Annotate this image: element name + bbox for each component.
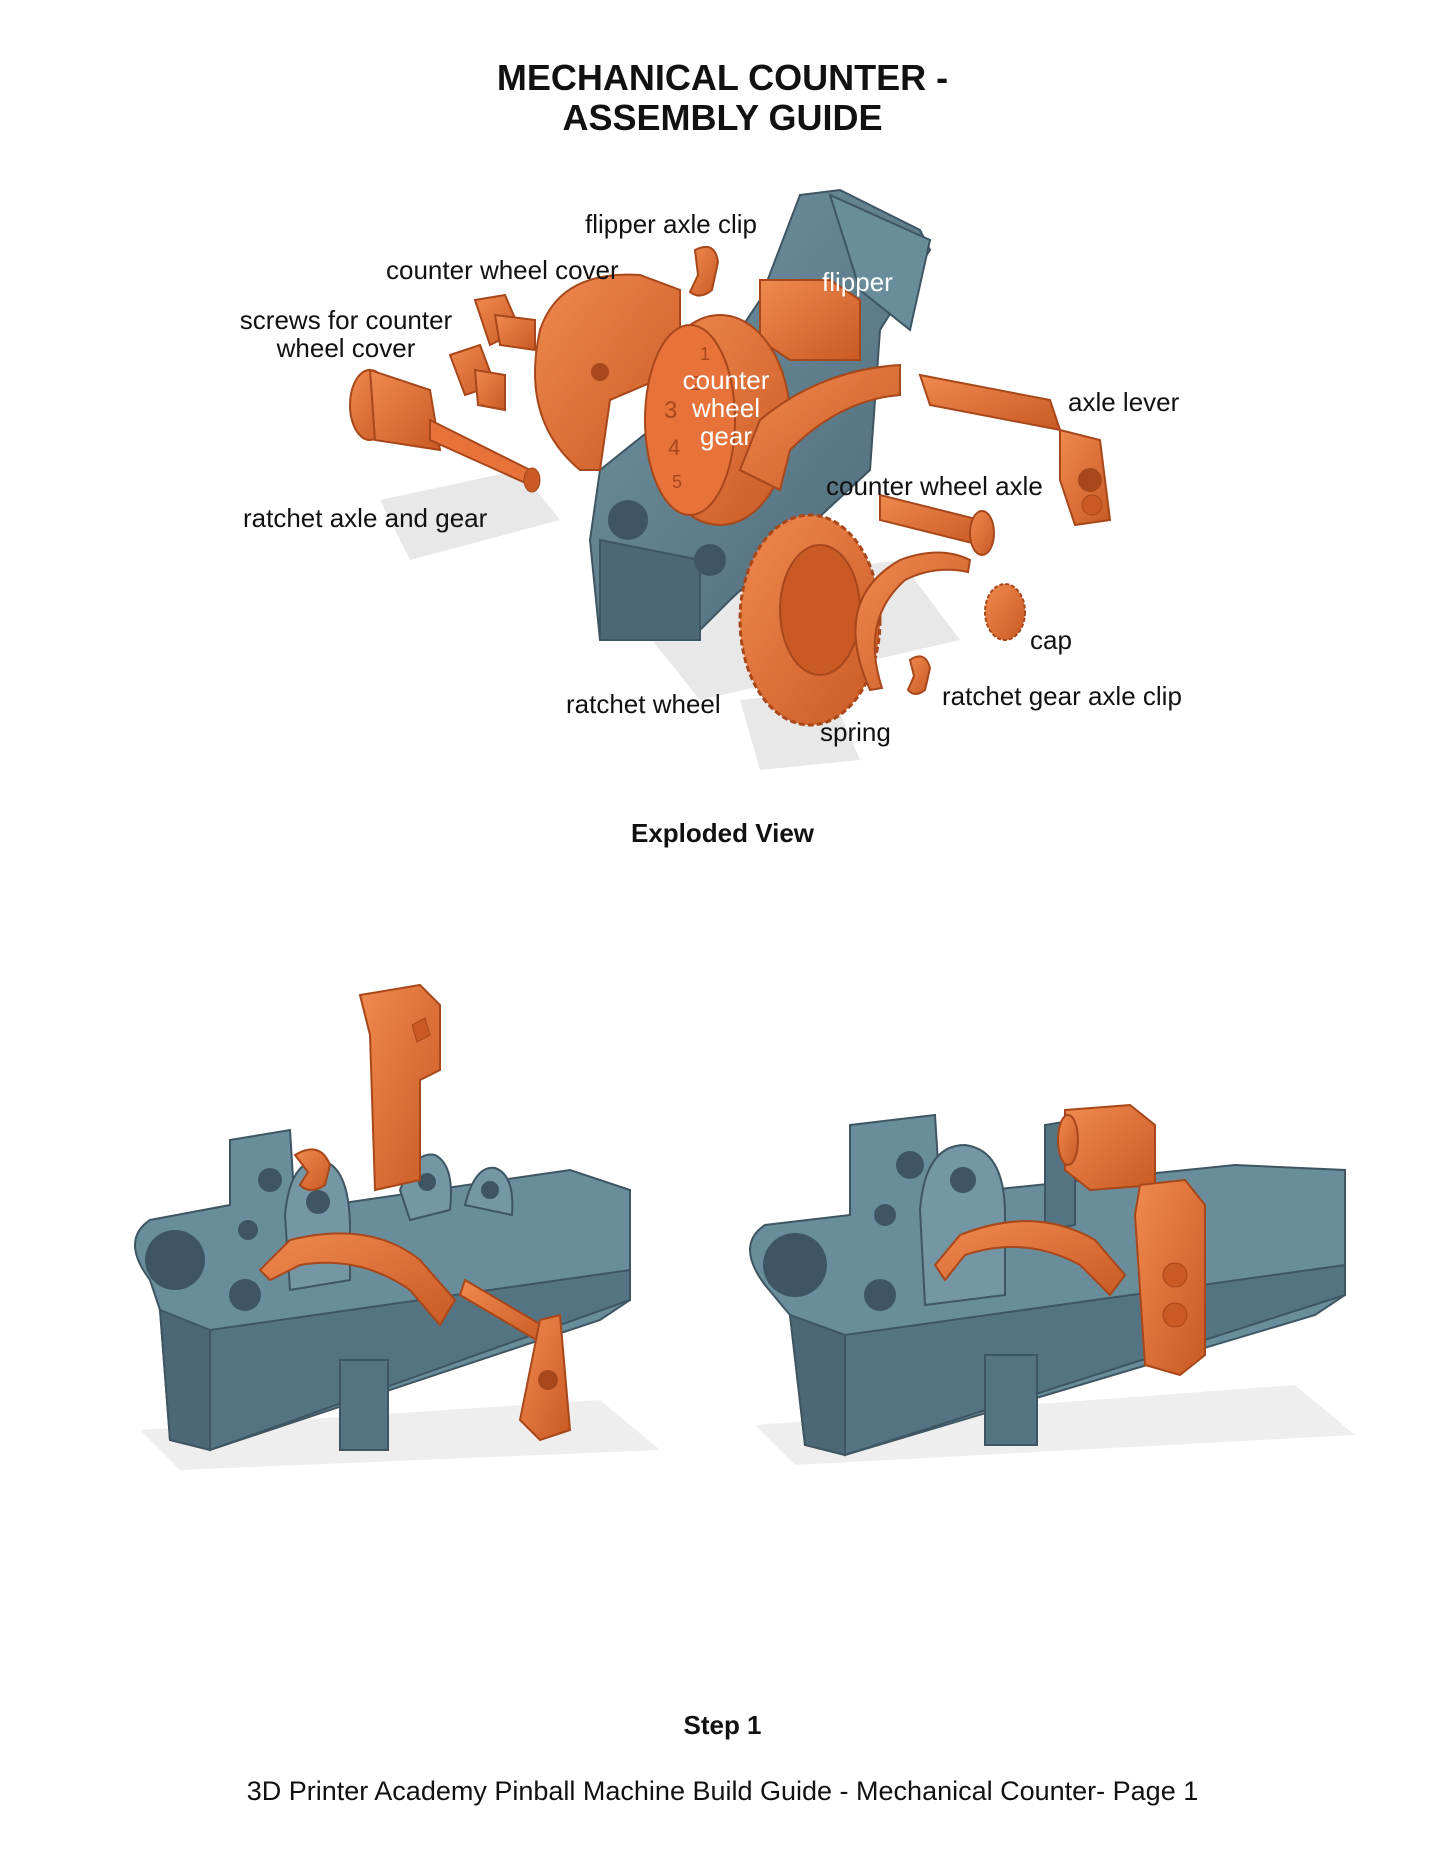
title-line-1: MECHANICAL COUNTER - [496, 57, 949, 98]
label-screws: screws for counter wheel cover [228, 306, 464, 362]
gear-digit-4: 4 [668, 435, 680, 460]
ratchet-wheel-part [738, 513, 882, 727]
label-spring: spring [820, 717, 891, 747]
step1-after-illustration [749, 1103, 1355, 1465]
gear-digit-5: 5 [672, 472, 682, 492]
axle-lever-part [918, 373, 1112, 527]
step1-caption: Step 1 [683, 1710, 762, 1740]
label-ratchet-gear-axle-clip: ratchet gear axle clip [942, 681, 1182, 711]
label-screws-line-2: wheel cover [276, 333, 416, 363]
ratchet-axle-part [349, 368, 541, 493]
title-line-2: ASSEMBLY GUIDE [562, 97, 883, 138]
page-footer: 3D Printer Academy Pinball Machine Build… [246, 1776, 1199, 1806]
page-title: MECHANICAL COUNTER - ASSEMBLY GUIDE [0, 58, 1445, 138]
label-flipper-axle-clip: flipper axle clip [585, 209, 757, 239]
label-counter-wheel-gear-line-2: wheel [692, 393, 760, 423]
screws-part [448, 293, 536, 412]
label-flipper: flipper [822, 267, 893, 297]
gear-digit-3: 3 [664, 397, 677, 424]
spring-part [854, 551, 972, 692]
label-counter-wheel-gear-line-3: gear [699, 421, 753, 451]
label-counter-wheel-gear: counter wheel gear [676, 366, 776, 450]
label-cap: cap [1030, 625, 1072, 655]
label-counter-wheel-cover: counter wheel cover [386, 255, 619, 285]
counter-wheel-axle-part [879, 493, 995, 556]
exploded-view-illustration: 1 2 3 4 5 [349, 188, 1112, 770]
label-ratchet-axle-and-gear: ratchet axle and gear [243, 503, 488, 533]
gear-digit-1: 1 [700, 344, 710, 364]
flipper-arm-part [738, 363, 901, 492]
label-axle-lever: axle lever [1068, 387, 1180, 417]
gear-digit-2: 2 [690, 373, 701, 395]
flipper-axle-clip-part [688, 246, 720, 297]
label-counter-wheel-gear-line-1: counter [682, 365, 770, 395]
label-ratchet-wheel: ratchet wheel [566, 689, 721, 719]
label-counter-wheel-axle: counter wheel axle [826, 471, 1043, 501]
step1-before-illustration [134, 983, 660, 1470]
ratchet-gear-axle-clip-part [906, 655, 932, 695]
label-screws-line-1: screws for counter [239, 305, 453, 335]
exploded-view-caption: Exploded View [630, 818, 814, 848]
cap-part [984, 583, 1026, 641]
